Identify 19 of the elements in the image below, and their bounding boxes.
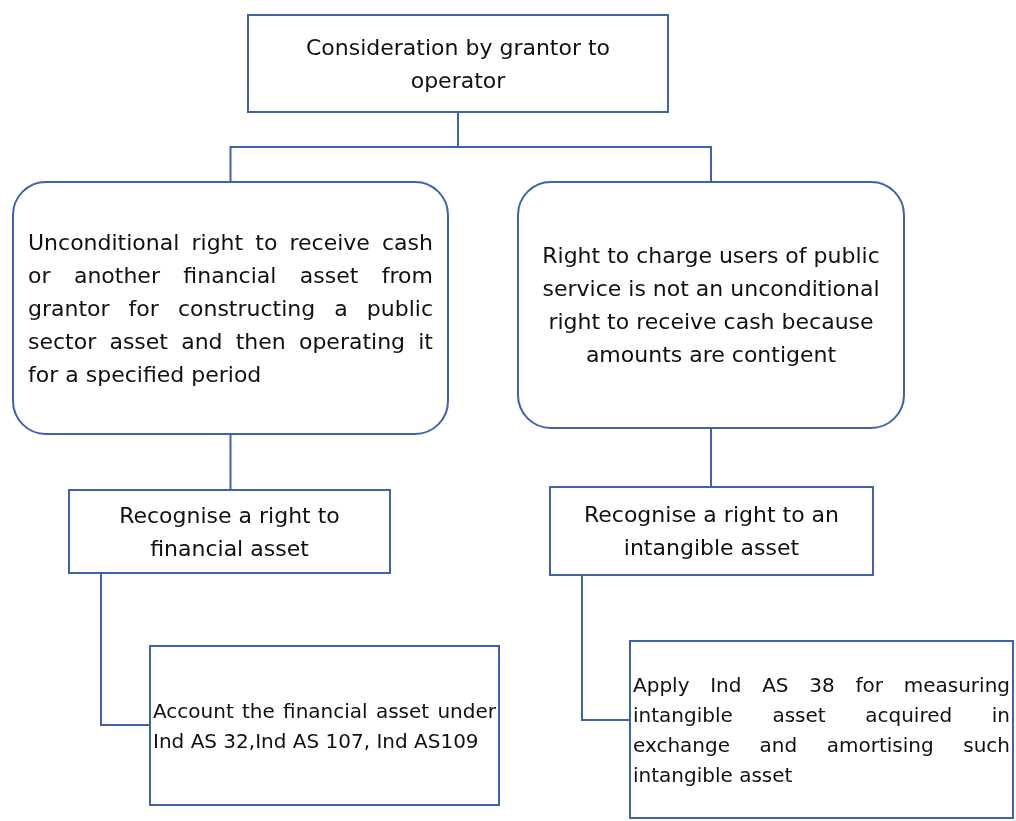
rounded-box bbox=[517, 181, 905, 429]
connector-line bbox=[581, 575, 630, 721]
process-box bbox=[629, 640, 1014, 819]
rounded-box bbox=[12, 181, 449, 435]
process-box bbox=[149, 645, 500, 806]
node-text: Consideration by grantor to operator bbox=[304, 33, 612, 95]
node-text: Account the financial asset under Ind AS 32,Ind AS 107, Ind AS109 bbox=[153, 697, 496, 755]
connector-line bbox=[457, 112, 712, 182]
node-text: Recognise a right to an intangible asset bbox=[582, 501, 841, 562]
connector-line bbox=[710, 428, 712, 487]
node-text: Unconditional right to receive cash or another financial asset from grantor for constructing a public sector asset and then operating it for a specified period bbox=[28, 228, 433, 389]
process-box bbox=[247, 14, 669, 113]
process-box bbox=[549, 486, 874, 576]
node-text: Apply Ind AS 38 for measuring intangible asset acquired in exchange and amortising such intangible asset bbox=[633, 671, 1010, 789]
node-text: Recognise a right to financial asset bbox=[118, 501, 341, 563]
connector-line bbox=[229, 434, 232, 490]
node-text: Right to charge users of public service is not an unconditional right to receive cash because amounts are contigent bbox=[541, 242, 881, 369]
process-box bbox=[68, 489, 391, 574]
connector-line bbox=[100, 573, 150, 726]
